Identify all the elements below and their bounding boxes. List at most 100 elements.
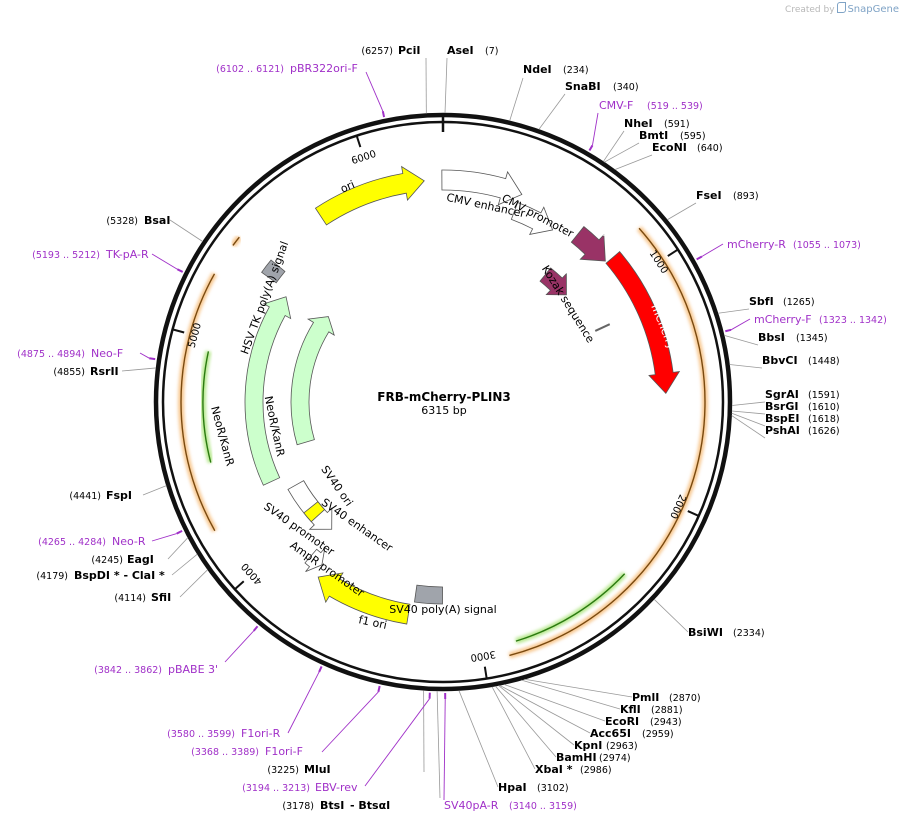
site-bmti: BmtI — [639, 129, 668, 142]
primer-range-neo-f: (4875 .. 4894) — [17, 349, 85, 360]
primer-tick-f1ori-r — [318, 666, 323, 673]
site-bbvci: BbvCI — [762, 354, 798, 367]
site-hpai: HpaI — [498, 781, 527, 794]
binding-arc-neo — [180, 273, 216, 532]
primer-tick-f1ori-f — [377, 685, 381, 693]
site-pos-hpai: (3102) — [537, 783, 569, 794]
site-leader-23 — [458, 690, 499, 788]
site-pos-bbsi: (1345) — [796, 333, 828, 344]
feature-neor-inner-arrow — [290, 316, 335, 446]
feature-layer — [244, 165, 681, 625]
primer-pbr322ori-f: pBR322ori-F — [290, 62, 358, 75]
site-pos-fspi: (4441) — [69, 491, 101, 502]
primer-leader-mcherry-r — [701, 243, 724, 257]
primer-neo-f: Neo-F — [91, 347, 123, 360]
site-pos-bmti: (595) — [680, 131, 706, 142]
site-leader-29 — [142, 485, 167, 496]
primer-range-mcherry-r: (1055 .. 1073) — [793, 240, 861, 251]
site-pos-bamhi: (2974) — [599, 753, 631, 764]
tick-label-3000: 3000 — [470, 648, 497, 663]
site-bsai: BsaI — [144, 214, 170, 227]
site-leader-17 — [521, 679, 621, 710]
site-pos-bbvci: (1448) — [808, 356, 840, 367]
site-pos-sfii: (4114) — [114, 593, 146, 604]
primer-range-pbabe3: (3842 .. 3862) — [94, 665, 162, 676]
site-leader-13 — [731, 412, 766, 427]
tick-6000 — [355, 135, 362, 148]
primer-range-sv40pa-r: (3140 .. 3159) — [509, 801, 577, 812]
site-leader-24 — [436, 690, 441, 799]
primer-tick-mcherry-r — [696, 255, 703, 261]
primer-range-tk-pa-r: (5193 .. 5212) — [32, 250, 100, 261]
site-leader-5 — [604, 142, 640, 163]
primer-mcherry-f: mCherry-F — [754, 313, 812, 326]
feature-label-sv40-polya: SV40 poly(A) signal — [389, 603, 496, 616]
site-mlui: MluI — [304, 763, 331, 776]
primer-range-f1ori-f: (3368 .. 3389) — [191, 747, 259, 758]
site-ecori: EcoRI — [605, 715, 639, 728]
site-pos-kfli: (2881) — [651, 705, 683, 716]
site-ndei: NdeI — [523, 63, 552, 76]
site-pos-pmli: (2870) — [669, 693, 701, 704]
tick-label-6000: 6000 — [350, 149, 378, 167]
tick-2000 — [687, 510, 700, 517]
primer-leader-pbabe3 — [224, 630, 255, 663]
primer-leader-neo-f — [139, 352, 150, 359]
site-leader-10 — [729, 364, 763, 369]
primer-ebv-rev: EBV-rev — [315, 781, 358, 794]
site-rsrii: RsrII — [90, 365, 119, 378]
primer-tick-neo-r — [176, 530, 183, 535]
site-leader-28 — [167, 537, 189, 560]
primer-range-ebv-rev: (3194 .. 3213) — [242, 783, 310, 794]
primer-pbabe3: pBABE 3' — [168, 663, 218, 676]
primer-tick-tk-pa-r — [176, 268, 184, 273]
feature-label-f1-ori: f1 ori — [357, 613, 388, 632]
site-pos-asei: (7) — [485, 46, 498, 57]
primer-tick-pbr322ori-f — [381, 110, 386, 118]
feature-neor-outer-arrow — [244, 296, 292, 486]
binding-arc-neo-glow — [178, 272, 218, 533]
site-pos-bspdi: (4179) — [36, 571, 68, 582]
feature-frb-2-arrow — [539, 267, 567, 296]
site-bsrgi: BsrGI — [765, 400, 798, 413]
site-leader-31 — [169, 219, 203, 242]
site-leader-12 — [731, 410, 766, 415]
feature-label-ori: ori — [338, 178, 356, 196]
site-pos-bsiwi: (2334) — [733, 628, 765, 639]
site-pmli: PmlI — [632, 691, 659, 704]
primer-range-neo-r: (4265 .. 4284) — [38, 537, 106, 548]
feature-sv40-promoter-arrow — [287, 480, 333, 530]
tick-5000 — [172, 328, 185, 334]
site-kpni: KpnI — [574, 739, 602, 752]
site-pos-pshai: (1626) — [808, 426, 840, 437]
plasmid-name: FRB-mCherry-PLIN3 — [377, 390, 511, 404]
site-leader-3 — [538, 93, 566, 130]
primer-f1ori-f: F1ori-F — [265, 745, 303, 758]
primer-range-mcherry-f: (1323 .. 1342) — [819, 315, 887, 326]
feature-kozak-marker — [594, 323, 611, 332]
restriction-sites: (6257) PciI AseI (7) NdeI (234) SnaBI (3… — [36, 44, 839, 812]
primer-leader-sv40pa-r — [443, 698, 446, 801]
binding-arc-green — [515, 573, 626, 642]
site-bbsi: BbsI — [758, 331, 785, 344]
primer-f1ori-r: F1ori-R — [241, 727, 281, 740]
credit-brand: SnapGene — [847, 4, 899, 15]
site-acc65i: Acc65I — [590, 727, 631, 740]
binding-arc-tk — [232, 236, 240, 246]
site-pos-sgrai: (1591) — [808, 390, 840, 401]
plasmid-length: 6315 bp — [421, 404, 466, 417]
primer-mcherry-r: mCherry-R — [727, 238, 786, 251]
site-leader-14 — [731, 415, 766, 439]
primer-leader-cmv-f — [592, 112, 599, 146]
feature-sv40-ori-box — [303, 501, 326, 523]
primer-leader-f1ori-r — [287, 671, 320, 734]
feature-cmv-enhancer-arrow — [441, 169, 523, 206]
site-econi: EcoNI — [652, 141, 687, 154]
site-nhei: NheI — [624, 117, 653, 130]
primer-leader-pbr322ori-f — [365, 71, 384, 112]
site-pos-acc65i: (2959) — [642, 729, 674, 740]
site-leader-21 — [495, 685, 557, 758]
site-sfii: SfiI — [151, 591, 171, 604]
site-sbfi: SbfI — [749, 295, 774, 308]
